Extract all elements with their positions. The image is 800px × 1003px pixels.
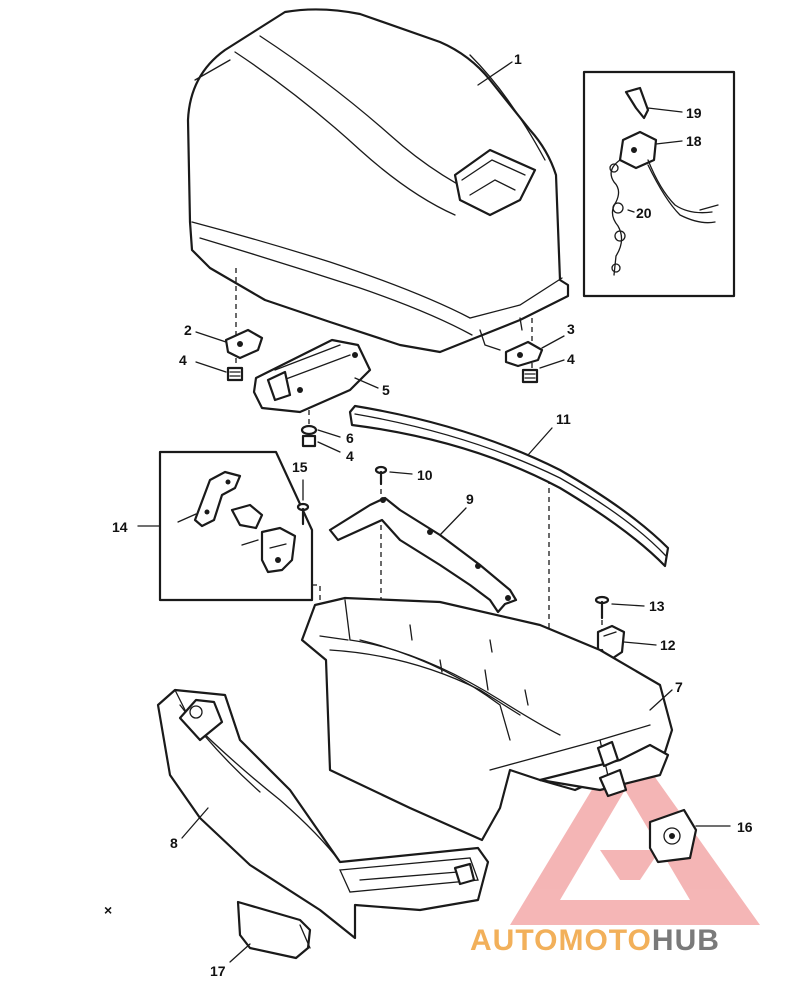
rear-lower-cowl — [300, 596, 674, 842]
screw-right — [521, 359, 565, 384]
screw-left — [195, 361, 244, 382]
label-part-4-right: 4 — [567, 351, 575, 367]
detail-inset-latch — [137, 450, 314, 602]
watermark-hub: HUB — [652, 924, 720, 957]
part-labels: 1 2 3 4 4 5 6 4 10 11 9 15 14 13 12 7 8 … — [112, 51, 753, 979]
rear-bracket — [252, 338, 379, 414]
screw-13 — [594, 595, 645, 620]
label-part-9: 9 — [466, 491, 474, 507]
label-part-12: 12 — [660, 637, 676, 653]
label-part-17: 17 — [210, 963, 226, 979]
plate-16 — [648, 808, 731, 864]
screw-10 — [374, 465, 413, 486]
label-part-20: 20 — [636, 205, 652, 221]
label-part-11: 11 — [556, 411, 571, 427]
clip-left — [195, 328, 264, 360]
label-part-1: 1 — [514, 51, 522, 67]
inner-brace — [328, 496, 518, 614]
cover-plate-17 — [229, 900, 312, 963]
label-part-8: 8 — [170, 835, 178, 851]
label-part-19: 19 — [686, 105, 702, 121]
label-part-4-center: 4 — [346, 448, 354, 464]
top-cowl — [186, 8, 570, 354]
label-part-18: 18 — [686, 133, 702, 149]
watermark-triangle — [510, 735, 760, 925]
front-lower-cowl — [156, 688, 490, 940]
label-part-4-left: 4 — [179, 352, 187, 368]
watermark-moto: MOTO — [558, 924, 651, 957]
label-part-3: 3 — [567, 321, 575, 337]
svg-text:AUTOMOTOHUB: AUTOMOTOHUB — [470, 924, 720, 957]
label-part-2: 2 — [184, 322, 192, 338]
label-part-10: 10 — [417, 467, 433, 483]
label-part-13: 13 — [649, 598, 665, 614]
watermark-logo: AUTOMOTOHUB — [470, 924, 720, 957]
detail-inset-lanyard — [582, 70, 736, 298]
clip-right — [504, 335, 565, 368]
seal-strip — [348, 404, 670, 568]
label-part-7: 7 — [675, 679, 683, 695]
washer-screw-center — [300, 424, 341, 453]
label-part-15: 15 — [292, 459, 308, 475]
watermark-auto: AUTO — [470, 924, 558, 957]
label-part-5: 5 — [382, 382, 390, 398]
label-part-14: 14 — [112, 519, 128, 535]
label-part-16: 16 — [737, 819, 753, 835]
label-part-6: 6 — [346, 430, 354, 446]
stray-mark: × — [104, 902, 112, 918]
